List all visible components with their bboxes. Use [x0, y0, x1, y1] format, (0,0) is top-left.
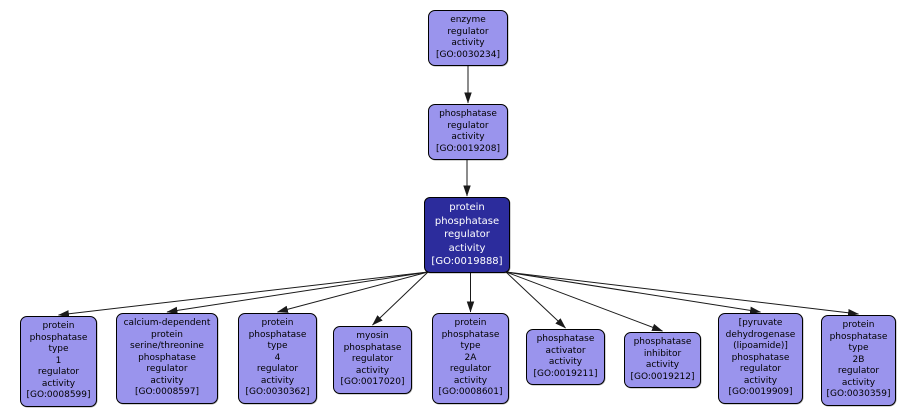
- node-protein-phosphatase-type-2b-regulator-activity[interactable]: protein phosphatase type 2B regulator ac…: [821, 315, 896, 406]
- node-phosphatase-inhibitor-activity[interactable]: phosphatase inhibitor activity [GO:00192…: [624, 332, 701, 388]
- node-enzyme-regulator-activity[interactable]: enzyme regulator activity [GO:0030234]: [428, 10, 508, 66]
- node-phosphatase-regulator-activity[interactable]: phosphatase regulator activity [GO:00192…: [428, 104, 508, 160]
- node-myosin-phosphatase-regulator-activity[interactable]: myosin phosphatase regulator activity [G…: [333, 326, 412, 394]
- node-phosphatase-activator-activity[interactable]: phosphatase activator activity [GO:00192…: [526, 329, 605, 385]
- node-protein-phosphatase-type-4-regulator-activity[interactable]: protein phosphatase type 4 regulator act…: [238, 313, 317, 404]
- node-calcium-dependent-phosphatase-regulator-activity[interactable]: calcium-dependent protein serine/threoni…: [116, 313, 218, 404]
- node-protein-phosphatase-type-1-regulator-activity[interactable]: protein phosphatase type 1 regulator act…: [20, 316, 97, 407]
- node-protein-phosphatase-type-2a-regulator-activity[interactable]: protein phosphatase type 2A regulator ac…: [432, 313, 509, 404]
- node-pyruvate-dehydrogenase-phosphatase-regulator-activity[interactable]: [pyruvate dehydrogenase (lipoamide)] pho…: [718, 313, 803, 404]
- node-protein-phosphatase-regulator-activity-selected[interactable]: protein phosphatase regulator activity […: [424, 197, 510, 273]
